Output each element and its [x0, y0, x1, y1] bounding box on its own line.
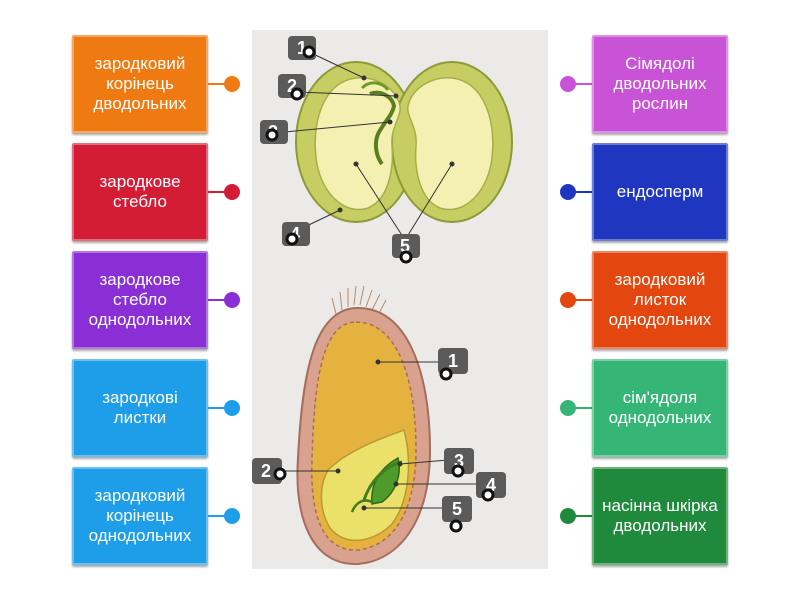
right-card-1[interactable]: Сімядолі дводольних рослин: [592, 35, 728, 133]
left-card-5-connector: [208, 515, 228, 517]
left-card-4-label: зародкові листки: [102, 388, 178, 427]
svg-text:2: 2: [261, 461, 271, 481]
wheat-number-tag-5: 5: [442, 496, 472, 522]
wheat-grain-hairs: [331, 285, 387, 316]
right-card-2-label: ендосперм: [616, 182, 704, 201]
left-card-1-anchor-dot[interactable]: [224, 76, 240, 92]
wheat-number-tag-1: 1: [438, 348, 468, 374]
wheat-number-tag-2: 2: [252, 458, 282, 484]
right-card-3-anchor-dot[interactable]: [560, 292, 576, 308]
bean-seed-illustration: 1 2 3 4 5: [260, 36, 513, 258]
right-card-1-anchor-dot[interactable]: [560, 76, 576, 92]
right-card-2-connector: [574, 191, 594, 193]
wheat-embryo-root: [350, 499, 373, 513]
drop-target-wheat-3[interactable]: [451, 464, 465, 478]
right-card-4[interactable]: сім'ядоля однодольних: [592, 359, 728, 457]
right-card-5-connector: [574, 515, 594, 517]
right-card-4-anchor-dot[interactable]: [560, 400, 576, 416]
drop-target-bean-3[interactable]: [265, 128, 279, 142]
wheat-embryo-region: [320, 429, 410, 542]
left-card-1[interactable]: зародковий корінець дводольних: [72, 35, 208, 133]
drop-target-bean-4[interactable]: [285, 232, 299, 246]
left-card-2-label: зародкове стебло: [99, 172, 181, 211]
drop-target-wheat-5[interactable]: [449, 519, 463, 533]
right-card-5-anchor-dot[interactable]: [560, 508, 576, 524]
left-card-1-connector: [208, 83, 228, 85]
svg-text:3: 3: [454, 451, 464, 471]
drop-target-wheat-4[interactable]: [481, 488, 495, 502]
right-card-2[interactable]: ендосперм: [592, 143, 728, 241]
right-card-5-label: насінна шкірка дводольних: [602, 496, 718, 535]
drop-target-bean-5[interactable]: [399, 250, 413, 264]
wheat-leader-lines: [280, 359, 478, 511]
svg-text:2: 2: [287, 76, 297, 96]
right-card-1-label: Сімядолі дводольних рослин: [613, 54, 707, 113]
right-card-4-connector: [574, 407, 594, 409]
svg-text:5: 5: [452, 499, 462, 519]
drop-target-bean-1[interactable]: [302, 45, 316, 59]
svg-text:5: 5: [400, 236, 410, 256]
right-card-3-label: зародковий листок однодольних: [608, 270, 712, 329]
drop-target-bean-2[interactable]: [290, 87, 304, 101]
bean-embryo: [369, 90, 397, 166]
right-card-1-connector: [574, 83, 594, 85]
wheat-embryo-leaf: [371, 456, 400, 505]
drop-target-wheat-1[interactable]: [439, 367, 453, 381]
svg-text:1: 1: [448, 351, 458, 371]
left-card-3[interactable]: зародкове стебло однодольних: [72, 251, 208, 349]
right-card-3-connector: [574, 299, 594, 301]
svg-text:4: 4: [486, 475, 496, 495]
seed-diagram-svg: 1 2 3 4 5: [252, 36, 513, 566]
left-card-2-anchor-dot[interactable]: [224, 184, 240, 200]
left-card-5[interactable]: зародковий корінець однодольних: [72, 467, 208, 565]
bean-number-tag-5: 5: [392, 234, 420, 258]
left-card-4-anchor-dot[interactable]: [224, 400, 240, 416]
left-card-3-anchor-dot[interactable]: [224, 292, 240, 308]
seed-diagram-picture: 1 2 3 4 5: [252, 30, 548, 569]
right-card-5[interactable]: насінна шкірка дводольних: [592, 467, 728, 565]
left-card-2[interactable]: зародкове стебло: [72, 143, 208, 241]
wheat-grain-illustration: 1 2 3 4 5: [252, 285, 506, 566]
left-card-3-connector: [208, 299, 228, 301]
left-card-5-anchor-dot[interactable]: [224, 508, 240, 524]
left-card-3-label: зародкове стебло однодольних: [88, 270, 192, 329]
svg-text:1: 1: [297, 38, 307, 58]
left-card-4[interactable]: зародкові листки: [72, 359, 208, 457]
left-card-4-connector: [208, 407, 228, 409]
right-card-2-anchor-dot[interactable]: [560, 184, 576, 200]
right-card-4-label: сім'ядоля однодольних: [608, 388, 712, 427]
left-card-5-label: зародковий корінець однодольних: [88, 486, 192, 545]
bean-plumule: [360, 81, 390, 91]
drop-targets: [265, 45, 495, 533]
bean-leader-lines: [273, 51, 455, 241]
left-card-2-connector: [208, 191, 228, 193]
bean-cotyledon-right: [407, 77, 494, 211]
drop-target-wheat-2[interactable]: [273, 467, 287, 481]
wheat-number-tag-3: 3: [444, 448, 474, 474]
left-card-1-label: зародковий корінець дводольних: [93, 54, 187, 113]
right-card-3[interactable]: зародковий листок однодольних: [592, 251, 728, 349]
